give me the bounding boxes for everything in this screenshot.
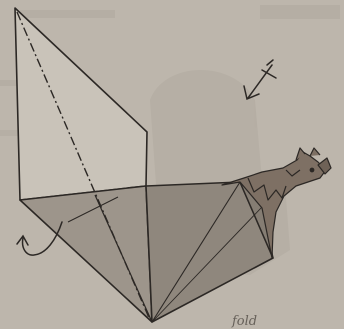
fold-caption: fold <box>232 314 257 329</box>
